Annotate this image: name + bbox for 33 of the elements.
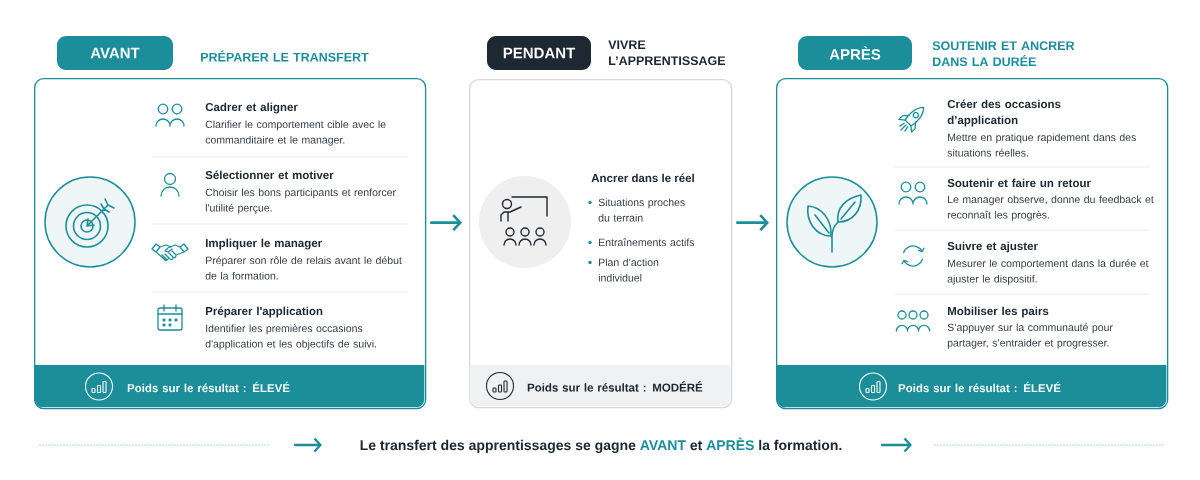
bullet-text: Situations proches du terrain: [598, 198, 685, 222]
phase-pill: PENDANT: [487, 36, 591, 70]
item-heading: Créer des occasions d’application: [947, 99, 1061, 127]
item-heading: Cadrer et aligner: [205, 102, 298, 114]
footer-band: Poids sur le résultat : ÉLEVÉ: [776, 365, 1167, 408]
section-subtitle: VIVRE L’APPRENTISSAGE: [608, 40, 726, 66]
node-label: Poids sur le résultat : MODÉRÉ: [527, 381, 703, 392]
item-text: Clarifier le comportement cible avec le commanditaire et le manager.: [205, 120, 386, 146]
item-heading: Préparer l'application: [205, 306, 323, 318]
item-heading: Mobiliser les pairs: [948, 306, 1049, 318]
caption-text: Le transfert des apprentissages se gagne AVANT et APRÈS la formation.: [360, 437, 842, 453]
bullet-text: Entraînements actifs: [599, 238, 695, 247]
footer-band: Poids sur le résultat : ÉLEVÉ: [34, 365, 425, 408]
item-heading: Sélectionner et motiver: [205, 170, 334, 180]
phase-pill: AVANT: [57, 36, 173, 70]
item-text: Mettre en pratique rapidement dans des situations réelles.: [947, 133, 1136, 157]
section-subtitle: PRÉPARER LE TRANSFERT: [201, 50, 369, 62]
bullet-text: Plan d’action individuel: [598, 258, 659, 282]
section-subtitle: SOUTENIR ET ANCRER DANS LA DURÉE: [932, 41, 1075, 67]
item-text: Préparer son rôle de relais avant le début de la formation.: [205, 256, 402, 280]
item-heading: Impliquer le manager: [205, 238, 322, 250]
list-heading: Ancrer dans le réel: [591, 173, 694, 183]
item-text: S’appuyer sur la communauté pour partager, s’entraider et progresser.: [947, 323, 1113, 349]
item-text: Choisir les bons participants et renforcer l'utilité perçue.: [205, 188, 396, 214]
item-heading: Soutenir et faire un retour: [947, 178, 1091, 188]
item-heading: Suivre et ajuster: [947, 241, 1038, 253]
item-text: Le manager observe, donne du feedback et reconnaît les progrès.: [947, 195, 1154, 221]
footer-band: Poids sur le résultat : MODÉRÉ: [469, 365, 731, 407]
item-text: Mesurer le comportement dans la durée et ajuster le dispositif.: [947, 259, 1149, 285]
arrow: [430, 214, 462, 232]
item-text: Identifier les premières occasions d'application et les objectifs de suivi.: [205, 324, 377, 350]
arrow: [736, 214, 769, 232]
phase-pill: APRÈS: [798, 36, 912, 70]
